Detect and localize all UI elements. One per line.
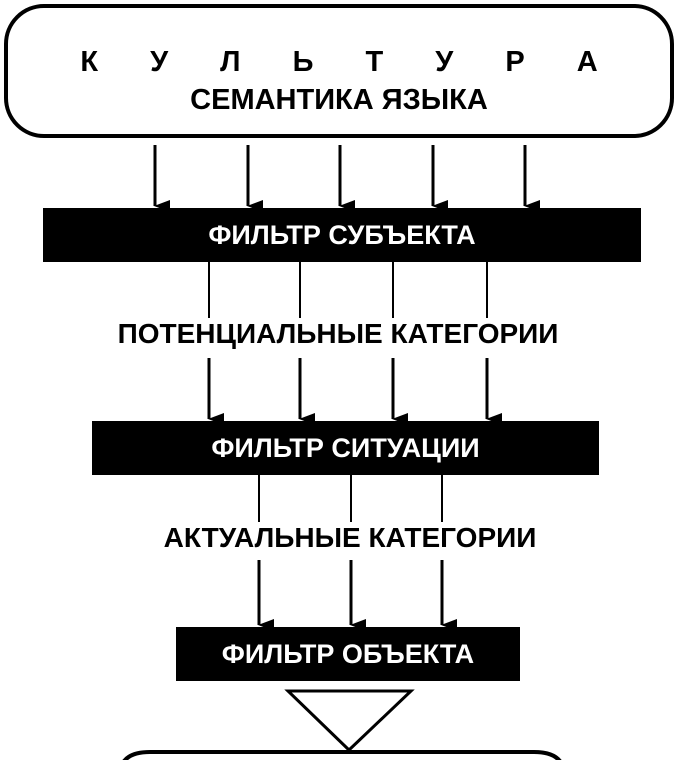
subject-filter-label: ФИЛЬТР СУБЪЕКТА [208, 219, 476, 250]
object-filter-box: ФИЛЬТР ОБЪЕКТА [176, 627, 520, 681]
arrows-potential-to-situation-filter [207, 358, 502, 425]
subject-filter-box: ФИЛЬТР СУБЪЕКТА [43, 208, 641, 262]
culture-title: К У Л Ь Т У Р А [80, 46, 620, 78]
funnel-triangle [284, 689, 415, 753]
arrows-actual-to-object-filter [257, 560, 457, 631]
potential-categories-label: ПОТЕНЦИАЛЬНЫЕ КАТЕГОРИИ [117, 318, 559, 349]
arrows-culture-to-subject-filter [153, 145, 540, 212]
lines-situation-to-actual [258, 475, 443, 522]
object-filter-label: ФИЛЬТР ОБЪЕКТА [221, 638, 475, 669]
situation-filter-box: ФИЛЬТР СИТУАЦИИ [92, 421, 599, 475]
culture-box: К У Л Ь Т У Р А СЕМАНТИКА ЯЗЫКА [4, 4, 674, 138]
actual-categories-label: АКТУАЛЬНЫЕ КАТЕГОРИИ [163, 522, 537, 553]
result-box-top [122, 750, 562, 760]
lines-subject-to-potential [208, 262, 488, 318]
situation-filter-label: ФИЛЬТР СИТУАЦИИ [211, 432, 480, 463]
language-semantics-label: СЕМАНТИКА ЯЗЫКА [190, 84, 488, 116]
